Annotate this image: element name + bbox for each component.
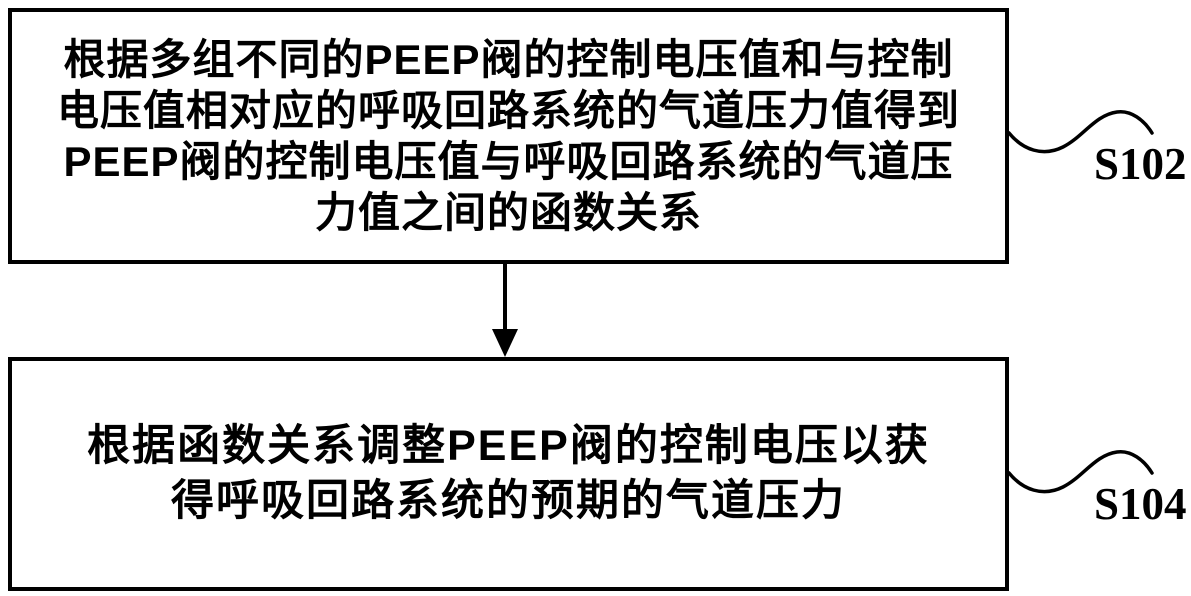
- step-label-s102: S102: [1094, 139, 1187, 189]
- process-box-s104: 根据函数关系调整PEEP阀的控制电压以获 得呼吸回路系统的预期的气道压力: [8, 357, 1009, 591]
- wavy-leader-line-s104: [1007, 450, 1154, 494]
- flow-arrow-down-icon: [492, 263, 518, 357]
- process-text-line: 电压值相对应的呼吸回路系统的气道压力值得到: [56, 87, 960, 134]
- step-label-s104: S104: [1094, 479, 1187, 529]
- process-box-s102: 根据多组不同的PEEP阀的控制电压值和与控制 电压值相对应的呼吸回路系统的气道压…: [8, 8, 1009, 264]
- wavy-leader-line-s102: [1007, 110, 1154, 154]
- process-text-line: PEEP阀的控制电压值与呼吸回路系统的气道压: [63, 138, 954, 185]
- process-text-line: 力值之间的函数关系: [314, 189, 702, 236]
- process-text-line: 根据多组不同的PEEP阀的控制电压值和与控制: [63, 36, 954, 83]
- process-text-line: 根据函数关系调整PEEP阀的控制电压以获: [87, 422, 930, 470]
- process-text-line: 得呼吸回路系统的预期的气道压力: [171, 477, 846, 525]
